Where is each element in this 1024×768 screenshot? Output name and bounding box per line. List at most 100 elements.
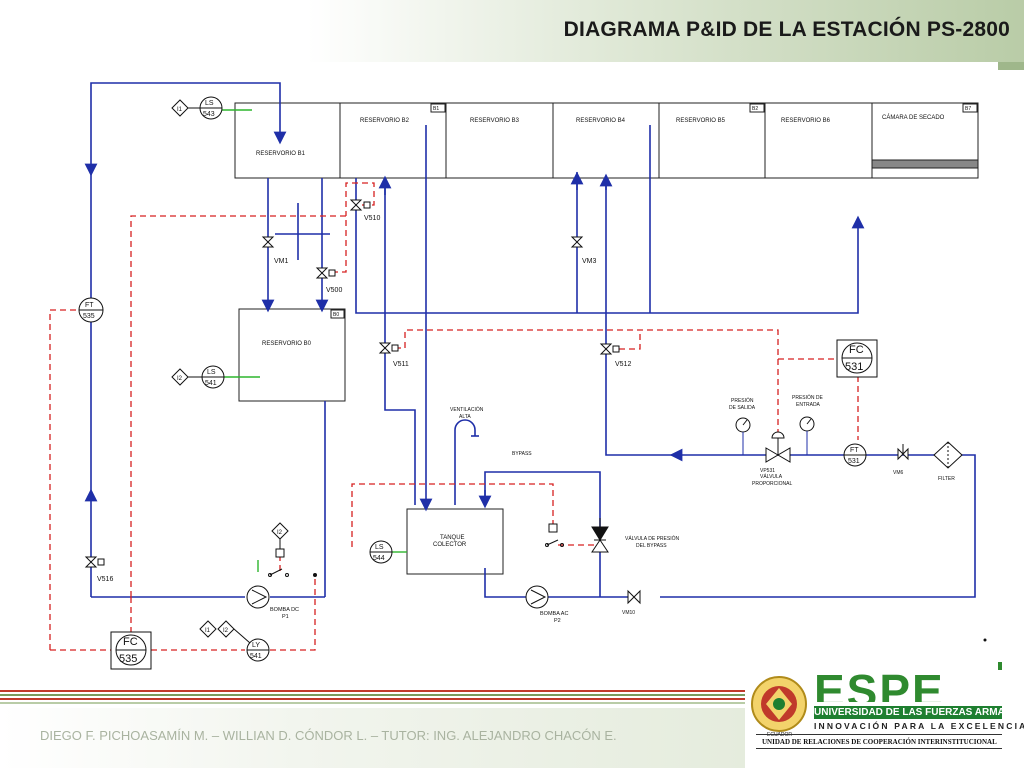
interlock-i1-ls543-label: I1 bbox=[177, 107, 183, 113]
instrument-ly541[interactable]: LY 541 bbox=[246, 638, 270, 662]
valve-v500[interactable] bbox=[315, 267, 336, 279]
interlock-i2-ls541: I2 bbox=[171, 368, 202, 386]
university-crest-icon: ECUADOR bbox=[751, 676, 807, 738]
reservoir-b2-label: RESERVORIO B2 bbox=[360, 118, 410, 124]
inlet-pressure-label-2: ENTRADA bbox=[796, 402, 821, 408]
interlock-i2-ly541-label: I2 bbox=[223, 628, 229, 634]
ft531-top: FT bbox=[850, 447, 859, 454]
reservoir-b3-label: RESERVORIO B3 bbox=[470, 118, 520, 124]
footer-authors: DIEGO F. PICHOASAMÍN M. – WILLIAN D. CÓN… bbox=[40, 728, 617, 743]
valve-vm6[interactable] bbox=[897, 444, 909, 461]
fc535-top: FC bbox=[123, 636, 138, 648]
valve-v512-label: V512 bbox=[615, 361, 631, 368]
collector-tank bbox=[406, 508, 504, 575]
valve-v512[interactable] bbox=[599, 343, 620, 355]
reservoir-b4-label: RESERVORIO B4 bbox=[576, 118, 626, 124]
ft535-bottom: 535 bbox=[83, 313, 95, 320]
valve-vm10-label: VM10 bbox=[622, 610, 635, 616]
cooperation-unit-name: UNIDAD DE RELACIONES DE COOPERACIÓN INTE… bbox=[762, 738, 997, 746]
outlet-pressure-label-1: PRESIÓN bbox=[731, 397, 754, 404]
instrument-ft531[interactable]: FT 531 bbox=[843, 443, 867, 467]
valve-vm3[interactable] bbox=[570, 236, 584, 248]
valve-v516[interactable] bbox=[84, 556, 105, 568]
vent-label-2: ALTA bbox=[459, 414, 471, 420]
fc535-bottom: 535 bbox=[119, 653, 137, 665]
reservoir-b1-label: RESERVORIO B1 bbox=[256, 151, 306, 157]
bypass-label: BYPASS bbox=[512, 451, 532, 457]
relay-switch-p2 bbox=[545, 523, 564, 547]
bypass-pressure-valve[interactable] bbox=[591, 518, 609, 553]
interlock-i2-ls541-label: I2 bbox=[177, 376, 183, 382]
interlock-i1-ls543: I1 bbox=[171, 99, 200, 117]
outlet-pressure-gauge bbox=[735, 417, 751, 455]
slide-title: DIAGRAMA P&ID DE LA ESTACIÓN PS-2800 bbox=[563, 18, 1010, 41]
ly541-bottom: 541 bbox=[250, 653, 262, 660]
interlock-i2-ly541: I2 bbox=[217, 620, 251, 644]
valve-vm6-label: VM6 bbox=[893, 470, 904, 476]
reservoir-b0-label: RESERVORIO B0 bbox=[262, 341, 312, 347]
ls543-top: LS bbox=[205, 100, 214, 107]
ly541-top: LY bbox=[252, 642, 260, 649]
valve-vm10[interactable] bbox=[627, 589, 641, 605]
ft535-top: FT bbox=[85, 302, 94, 309]
inlet-pressure-label-1: PRESIÓN DE bbox=[792, 394, 824, 401]
interlock-i1-ly541-label: I1 bbox=[205, 628, 211, 634]
valve-vm1[interactable] bbox=[261, 236, 275, 248]
interlock-i1-ly541: I1 bbox=[199, 620, 217, 638]
logo-divider-bottom bbox=[756, 748, 1002, 749]
university-motto: INNOVACIÓN PARA LA EXCELENCIA bbox=[814, 721, 1024, 731]
reservoir-b6-label: RESERVORIO B6 bbox=[781, 118, 831, 124]
process-lines bbox=[84, 82, 976, 598]
controller-fc535[interactable]: FC 535 bbox=[110, 631, 152, 670]
ls543-bottom: 543 bbox=[203, 111, 215, 118]
relay-coil-p1 bbox=[275, 548, 285, 558]
collector-tank-line2: COLECTOR bbox=[433, 542, 467, 548]
signal-lines bbox=[49, 182, 859, 651]
reservoir-b0-tag: B0 bbox=[333, 312, 339, 318]
valve-v511-label: V511 bbox=[393, 361, 409, 368]
valve-vm1-label: VM1 bbox=[274, 258, 289, 265]
title-corner-accent bbox=[998, 62, 1024, 70]
valve-v510[interactable] bbox=[349, 199, 371, 211]
ls544-top: LS bbox=[375, 544, 384, 551]
filter-label: FILTER bbox=[938, 476, 955, 482]
crest-caption: ECUADOR bbox=[767, 732, 792, 738]
level-lines bbox=[222, 109, 407, 572]
fc531-top: FC bbox=[849, 344, 864, 356]
instrument-ls541[interactable]: LS 541 bbox=[201, 365, 225, 389]
vp531-type: PROPORCIONAL bbox=[752, 481, 793, 487]
valve-v500-label: V500 bbox=[326, 287, 342, 294]
ls541-top: LS bbox=[207, 369, 216, 376]
espe-wordmark: ESPE bbox=[814, 668, 945, 702]
drying-chamber-tag: B7 bbox=[965, 106, 971, 112]
reservoir-b2-tag: B1 bbox=[433, 106, 439, 112]
pump-dc-p1[interactable] bbox=[246, 585, 270, 609]
ls544-bottom: 544 bbox=[373, 555, 385, 562]
pump-dc-label: BOMBA DC bbox=[270, 607, 299, 613]
footer-stripes bbox=[0, 690, 745, 706]
reservoir-b5-label: RESERVORIO B5 bbox=[676, 118, 726, 124]
proportional-valve-vp531[interactable] bbox=[765, 431, 791, 463]
pump-ac-p2[interactable] bbox=[525, 585, 549, 609]
bypass-valve-label-1: VÁLVULA DE PRESIÓN bbox=[625, 535, 679, 542]
controller-fc531[interactable]: FC 531 bbox=[836, 339, 878, 378]
drying-chamber-label: CÁMARA DE SECADO bbox=[882, 114, 945, 121]
instrument-ft535[interactable]: FT 535 bbox=[78, 297, 104, 323]
vp531-name: VÁLVULA bbox=[760, 473, 783, 480]
reservoir-bank bbox=[234, 102, 979, 179]
outlet-pressure-label-2: DE SALIDA bbox=[729, 405, 756, 411]
footer-band bbox=[0, 708, 745, 768]
instrument-ls543[interactable]: LS 543 bbox=[199, 96, 223, 120]
fc531-bottom: 531 bbox=[845, 361, 863, 373]
valve-v511[interactable] bbox=[378, 342, 399, 354]
collector-tank-line1: TANQUE bbox=[440, 535, 465, 541]
filter bbox=[933, 441, 963, 469]
vent-label-1: VENTILACIÓN bbox=[450, 406, 484, 413]
pump-dc-id: P1 bbox=[282, 614, 289, 620]
reservoir-b5-tag: B2 bbox=[752, 106, 758, 112]
valve-v516-label: V516 bbox=[97, 576, 113, 583]
interlock-i2-pump-label: I2 bbox=[277, 530, 283, 536]
reservoir-b0 bbox=[238, 308, 346, 402]
instrument-ls544[interactable]: LS 544 bbox=[369, 540, 393, 564]
